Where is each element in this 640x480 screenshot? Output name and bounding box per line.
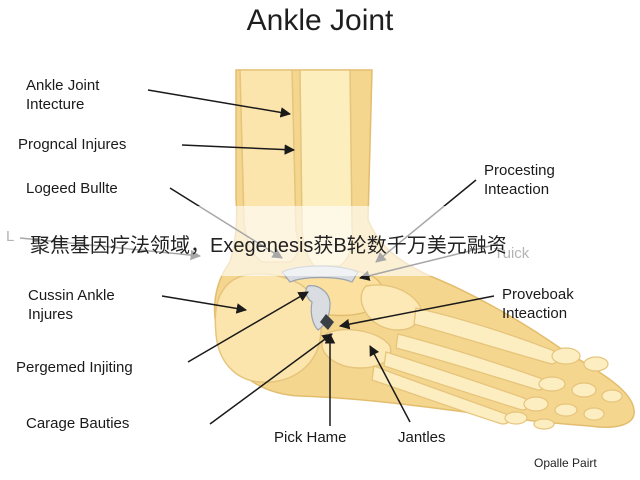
joint-marker bbox=[320, 314, 334, 330]
diagram-title: Ankle Joint bbox=[246, 4, 394, 37]
label-jantles: Jantles bbox=[398, 429, 446, 446]
label-ankle-joint-intecture: Ankle Joint Intecture bbox=[26, 77, 100, 113]
label-pick-hame: Pick Hame bbox=[274, 429, 347, 446]
label-logeed-bullte: Logeed Bullte bbox=[26, 180, 118, 197]
news-banner-overlay bbox=[0, 206, 640, 276]
label-proveboak-inteaction: Proveboak Inteaction bbox=[502, 286, 574, 322]
label-progncal-injures: Progncal Injures bbox=[18, 136, 127, 153]
watermark: Opalle Pairt bbox=[534, 456, 597, 470]
label-carage-bauties: Carage Bauties bbox=[26, 415, 130, 432]
calcaneus-bone bbox=[214, 273, 322, 383]
news-banner-text: 聚焦基因疗法领域，Exegenesis获B轮数千万美元融资 bbox=[30, 235, 507, 257]
label-procesting-inteaction: Procesting Inteaction bbox=[484, 162, 555, 198]
metatarsal-bones bbox=[371, 307, 559, 425]
toe-bones bbox=[504, 347, 623, 430]
label-cussin-ankle-injures: Cussin Ankle Injures bbox=[28, 287, 115, 323]
label-partial-left: L bbox=[6, 228, 15, 245]
label-tuick: Tuick bbox=[494, 245, 530, 262]
label-pergemed-injiting: Pergemed Injiting bbox=[16, 359, 133, 376]
